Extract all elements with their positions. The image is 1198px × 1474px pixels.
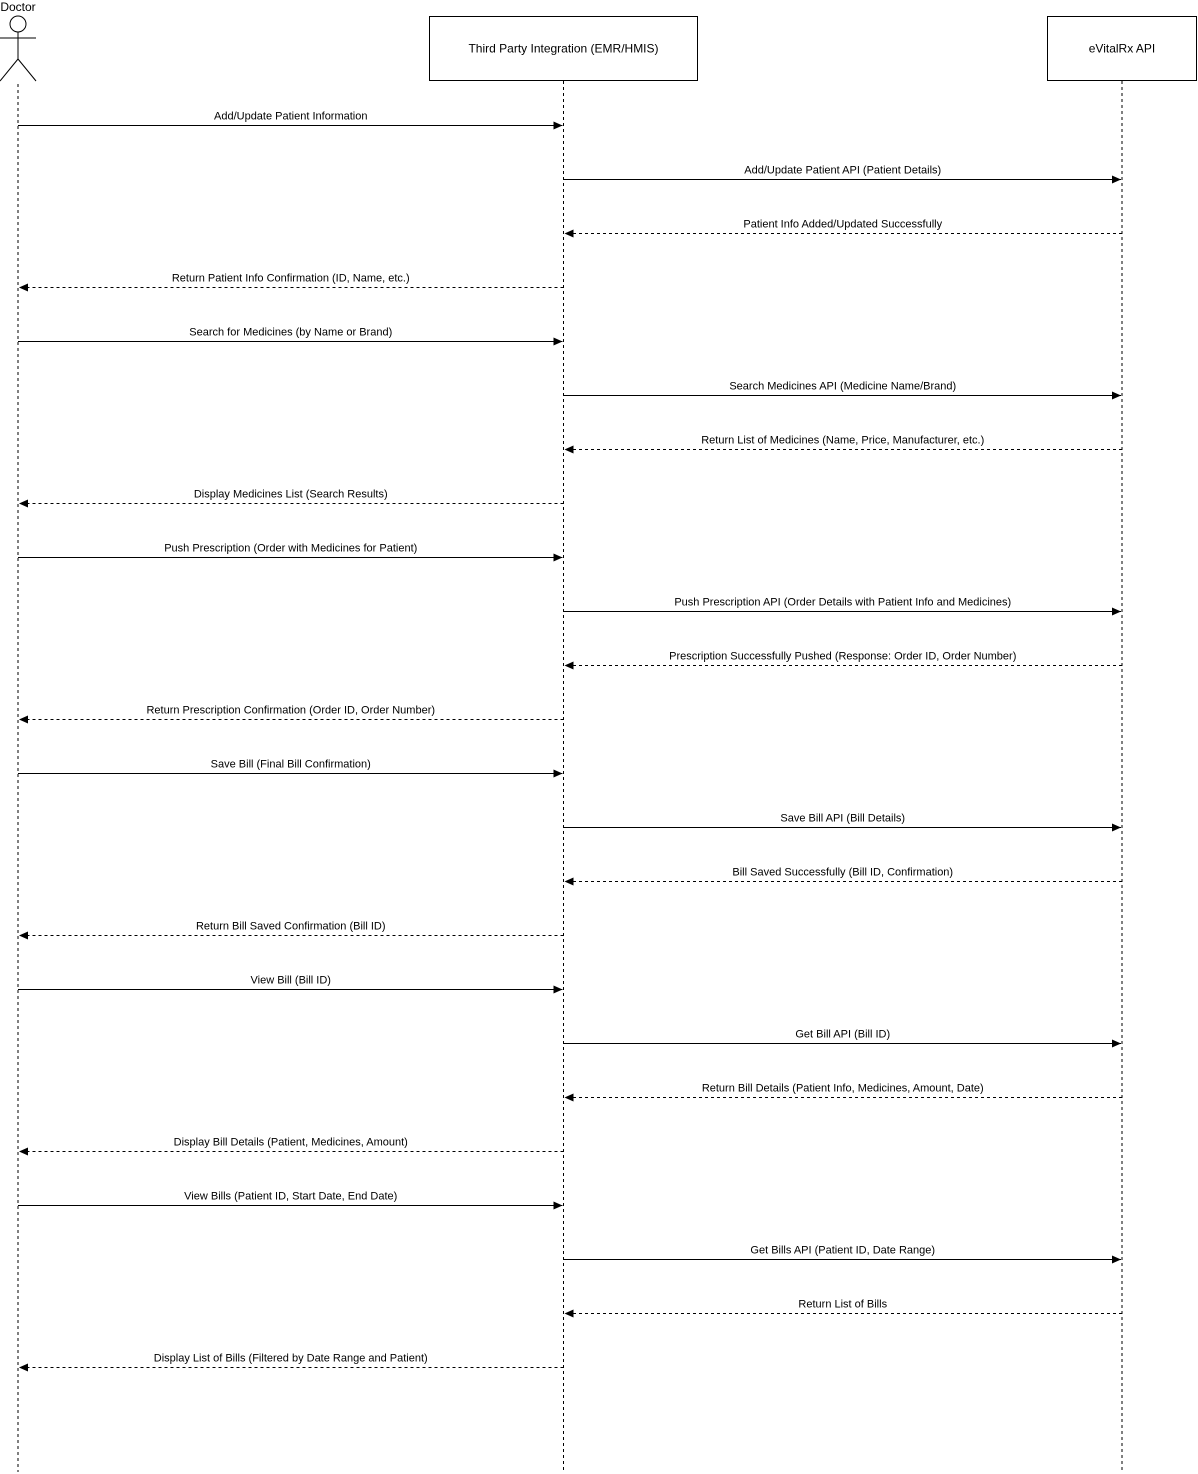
message-label: Get Bill API (Bill ID) xyxy=(795,1029,890,1041)
doctor-actor: Doctor xyxy=(0,0,37,82)
message-label: Search Medicines API (Medicine Name/Bran… xyxy=(729,381,956,393)
message-label: Return List of Bills xyxy=(798,1299,887,1311)
integration-label: Third Party Integration (EMR/HMIS) xyxy=(468,42,658,56)
message-label: Patient Info Added/Updated Successfully xyxy=(743,219,942,231)
message-label: Return List of Medicines (Name, Price, M… xyxy=(701,435,984,447)
message-label: Prescription Successfully Pushed (Respon… xyxy=(669,651,1016,663)
message-label: View Bill (Bill ID) xyxy=(251,975,331,987)
message-label: Push Prescription (Order with Medicines … xyxy=(164,543,417,555)
message-label: Get Bills API (Patient ID, Date Range) xyxy=(750,1245,935,1257)
message-label: Return Patient Info Confirmation (ID, Na… xyxy=(172,273,410,285)
stick-figure-icon xyxy=(0,15,37,82)
evitalrx-participant: eVitalRx API xyxy=(1047,16,1197,81)
message-label: Save Bill (Final Bill Confirmation) xyxy=(211,759,371,771)
message-label: Search for Medicines (by Name or Brand) xyxy=(189,327,392,339)
message-label: View Bills (Patient ID, Start Date, End … xyxy=(184,1191,397,1203)
message-label: Return Prescription Confirmation (Order … xyxy=(146,705,435,717)
message-label: Push Prescription API (Order Details wit… xyxy=(674,597,1011,609)
message-label: Display Medicines List (Search Results) xyxy=(194,489,388,501)
message-label: Bill Saved Successfully (Bill ID, Confir… xyxy=(732,867,953,879)
message-label: Display List of Bills (Filtered by Date … xyxy=(154,1353,428,1365)
message-label: Add/Update Patient Information xyxy=(214,111,367,123)
message-label: Add/Update Patient API (Patient Details) xyxy=(744,165,941,177)
message-label: Save Bill API (Bill Details) xyxy=(780,813,905,825)
doctor-label: Doctor xyxy=(0,0,35,14)
evitalrx-label: eVitalRx API xyxy=(1089,42,1155,56)
message-label: Return Bill Saved Confirmation (Bill ID) xyxy=(196,921,386,933)
message-label: Display Bill Details (Patient, Medicines… xyxy=(174,1137,408,1149)
messages-group: Add/Update Patient InformationAdd/Update… xyxy=(18,111,1122,1372)
integration-participant: Third Party Integration (EMR/HMIS) xyxy=(429,16,698,81)
message-label: Return Bill Details (Patient Info, Medic… xyxy=(702,1083,984,1095)
